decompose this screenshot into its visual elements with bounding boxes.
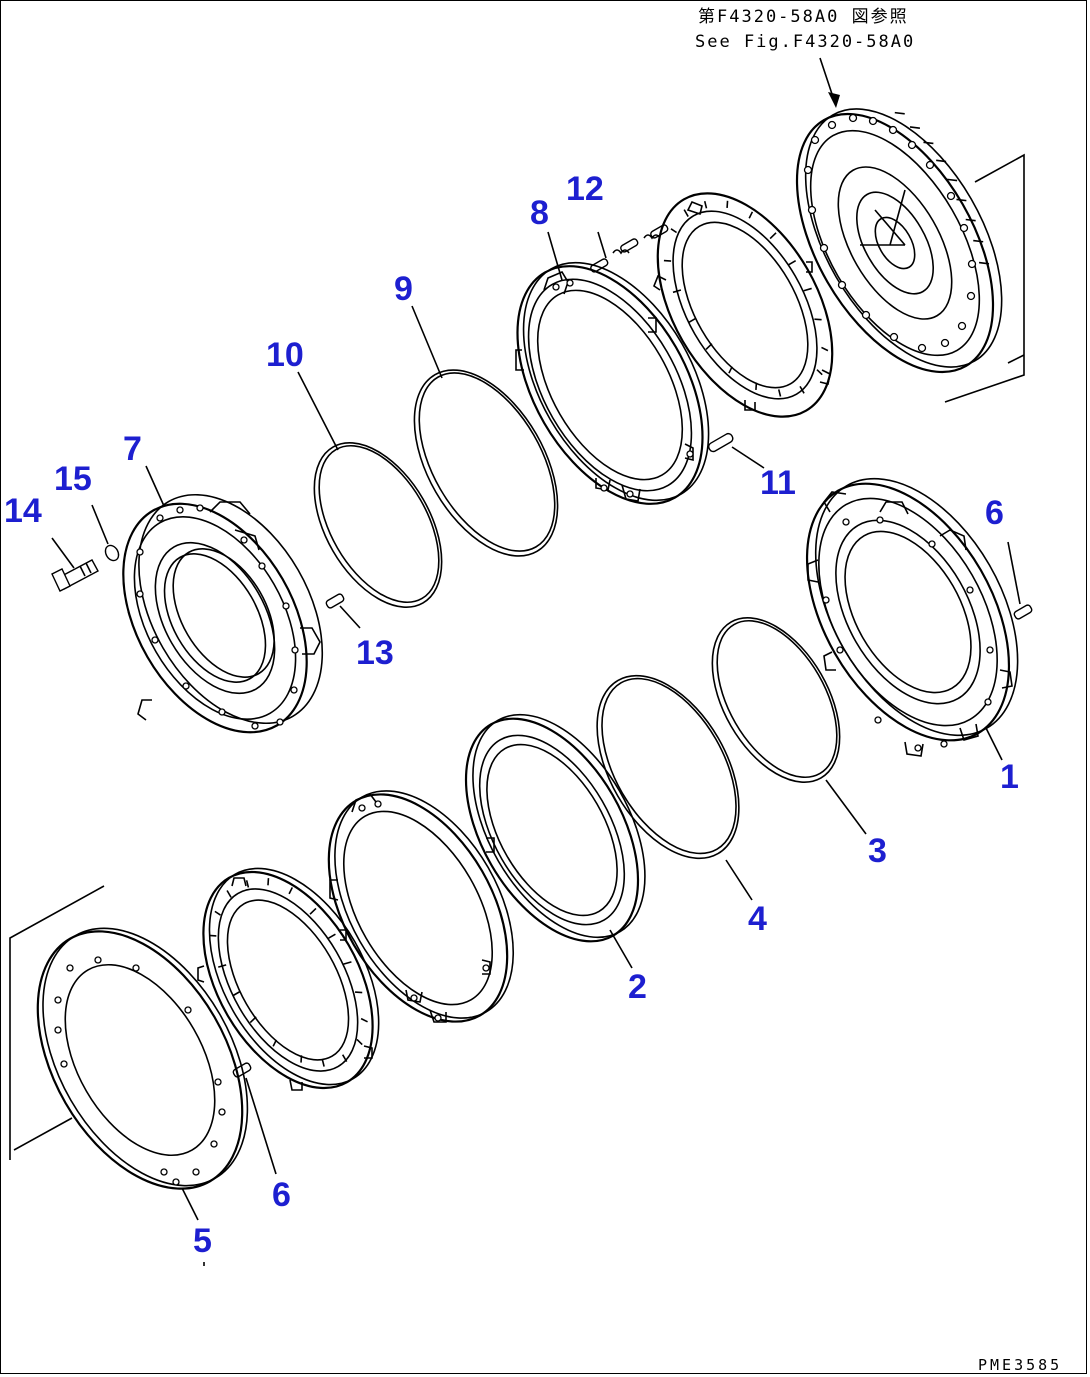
leader-7 (145, 465, 165, 507)
gear-hub-bolt-holes (803, 113, 977, 353)
friction-plate-lower (202, 867, 380, 1090)
part-6-pin-upper (1013, 604, 1033, 620)
leader-9 (411, 305, 443, 379)
friction-plate-upper (656, 192, 834, 418)
separator-plate-lower-lugs (329, 793, 495, 1023)
callout-4: 4 (748, 900, 767, 938)
callout-6-lower: 6 (272, 1176, 291, 1214)
gear-hub-assembly (795, 108, 1003, 374)
part-3-o-ring-inner (716, 619, 838, 779)
part-9-o-ring (413, 369, 559, 557)
reference-text-jp: 第F4320-58A0 図参照 (698, 7, 909, 27)
part-5-end-plate (36, 927, 249, 1190)
drawing-code: PME3585 (978, 1356, 1062, 1374)
part-8-plate (516, 261, 710, 505)
bracket-left-tick (13, 1117, 73, 1151)
reference-text-en: See Fig.F4320-58A0 (695, 32, 915, 52)
leader-1 (985, 727, 1003, 761)
part-8-holes (552, 279, 694, 498)
part-5-holes (54, 956, 226, 1186)
leader-3 (825, 779, 867, 835)
separator-plate-lower (327, 790, 515, 1023)
assembly-bracket-left (9, 885, 105, 1160)
callout-5: 5 (193, 1222, 212, 1260)
part-2-disc (464, 713, 646, 943)
part-3-o-ring (711, 617, 841, 783)
bracket-tick (1007, 354, 1025, 364)
callout-11: 11 (760, 464, 796, 502)
callout-9: 9 (394, 270, 413, 308)
hub-spokes (860, 189, 906, 246)
callout-15: 15 (54, 460, 92, 498)
leader-11 (731, 446, 765, 469)
callout-12: 12 (566, 170, 604, 208)
callout-8: 8 (530, 194, 549, 232)
leader-12 (597, 231, 607, 259)
callout-14: 14 (4, 492, 42, 530)
part-10-o-ring-inner (318, 444, 440, 604)
part-7-housing (122, 493, 324, 734)
leader-6-upper (1007, 541, 1021, 605)
callout-2: 2 (628, 968, 647, 1006)
leader-10 (297, 371, 339, 451)
part-12-pins (590, 224, 669, 273)
leader-6-lower (245, 1077, 277, 1175)
reference-arrow (819, 57, 840, 108)
leader-14 (51, 537, 75, 569)
assembly-bracket-right (944, 153, 1025, 403)
part-1-housing (805, 477, 1019, 742)
callout-3: 3 (868, 832, 887, 870)
callout-7: 7 (123, 430, 142, 468)
leader-13 (339, 605, 361, 629)
friction-plate-lower-lugs (197, 877, 373, 1091)
part-14-bolt (51, 559, 99, 592)
part-11-pin (708, 432, 734, 453)
leader-4 (725, 859, 753, 901)
part-1-lugs (807, 491, 1013, 757)
friction-plate-upper-lugs (653, 200, 831, 411)
part-9-o-ring-inner (418, 372, 556, 552)
part-7-holes (136, 504, 299, 730)
part-4-o-ring (596, 674, 740, 860)
part-4-o-ring-inner (601, 677, 737, 855)
part-13-pin (325, 593, 345, 609)
callout-1: 1 (1000, 758, 1019, 796)
part-10-o-ring (313, 442, 443, 608)
separator-plate-lower-holes (358, 800, 490, 1022)
part-15-washer (104, 544, 120, 562)
leader-8 (547, 231, 563, 281)
callout-10: 10 (266, 336, 304, 374)
part-1-holes (822, 516, 994, 752)
leader-2 (609, 929, 633, 969)
part-7-lugs (137, 501, 321, 721)
callout-13: 13 (356, 634, 394, 672)
callout-6-upper: 6 (985, 494, 1004, 532)
leader-5 (181, 1187, 199, 1221)
leader-15 (91, 504, 109, 545)
